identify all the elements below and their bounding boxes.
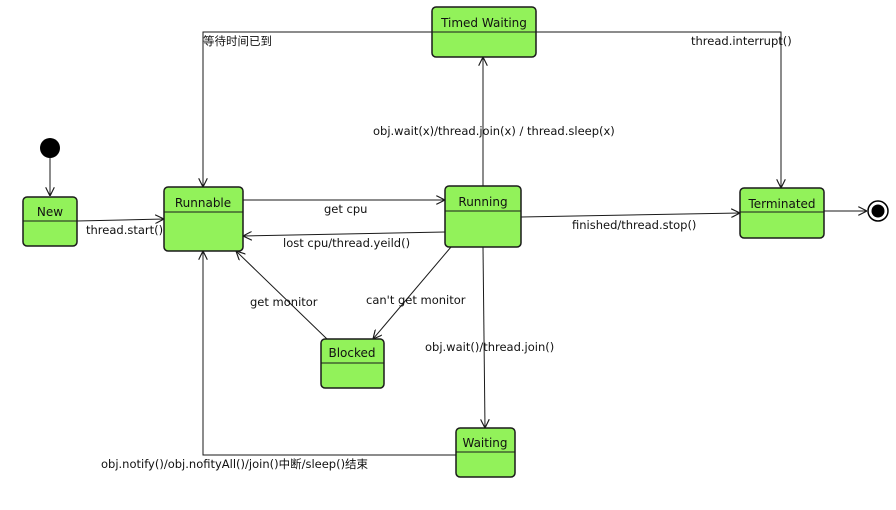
- transition-label-timed-wait: obj.wait(x)/thread.join(x) / thread.slee…: [373, 124, 615, 138]
- state-terminated: Terminated: [739, 187, 825, 239]
- transition-label-get-monitor: get monitor: [250, 295, 318, 309]
- state-timed-waiting-label: Timed Waiting: [440, 16, 527, 30]
- state-waiting-label: Waiting: [462, 436, 507, 450]
- state-runnable-label: Runnable: [175, 196, 231, 210]
- transition-running-to-runnable: lost cpu/thread.yeild(): [243, 232, 446, 250]
- transition-label-wait-join: obj.wait()/thread.join(): [425, 340, 554, 354]
- transition-label-notify: obj.notify()/obj.nofityAll()/join()中断/sl…: [101, 457, 369, 471]
- transition-timed-waiting-to-terminated: thread.interrupt(): [536, 31, 792, 188]
- transition-blocked-to-runnable: get monitor: [236, 251, 328, 340]
- state-blocked-label: Blocked: [328, 346, 375, 360]
- transition-new-to-runnable: thread.start(): [76, 219, 164, 237]
- state-running: Running: [444, 185, 522, 248]
- initial-state-node: [40, 138, 60, 158]
- state-terminated-label: Terminated: [747, 197, 815, 211]
- state-runnable: Runnable: [163, 186, 244, 252]
- state-blocked: Blocked: [320, 338, 385, 389]
- transition-running-to-waiting: obj.wait()/thread.join(): [425, 246, 554, 428]
- transition-timed-waiting-to-runnable: 等待时间已到: [203, 31, 432, 187]
- state-new-label: New: [37, 205, 63, 219]
- transition-label-thread-start: thread.start(): [86, 223, 163, 237]
- transition-label-cant-get-monitor: can't get monitor: [366, 293, 466, 307]
- final-state-node: [867, 200, 889, 222]
- transition-label-get-cpu: get cpu: [324, 202, 367, 216]
- transition-label-interrupt: thread.interrupt(): [691, 34, 792, 48]
- state-timed-waiting: Timed Waiting: [431, 6, 537, 58]
- transition-label-timeout: 等待时间已到: [203, 34, 272, 48]
- transition-runnable-to-running: get cpu: [243, 200, 445, 216]
- state-running-label: Running: [458, 195, 507, 209]
- transition-running-to-timed-waiting: obj.wait(x)/thread.join(x) / thread.slee…: [373, 57, 615, 186]
- transition-label-lost-cpu: lost cpu/thread.yeild(): [283, 236, 410, 250]
- state-waiting: Waiting: [455, 427, 516, 478]
- state-new: New: [22, 196, 78, 247]
- transition-label-finished: finished/thread.stop(): [572, 218, 696, 232]
- transition-running-to-blocked: can't get monitor: [366, 246, 466, 339]
- transition-waiting-to-runnable: obj.notify()/obj.nofityAll()/join()中断/sl…: [101, 251, 456, 471]
- transition-running-to-terminated: finished/thread.stop(): [520, 213, 740, 232]
